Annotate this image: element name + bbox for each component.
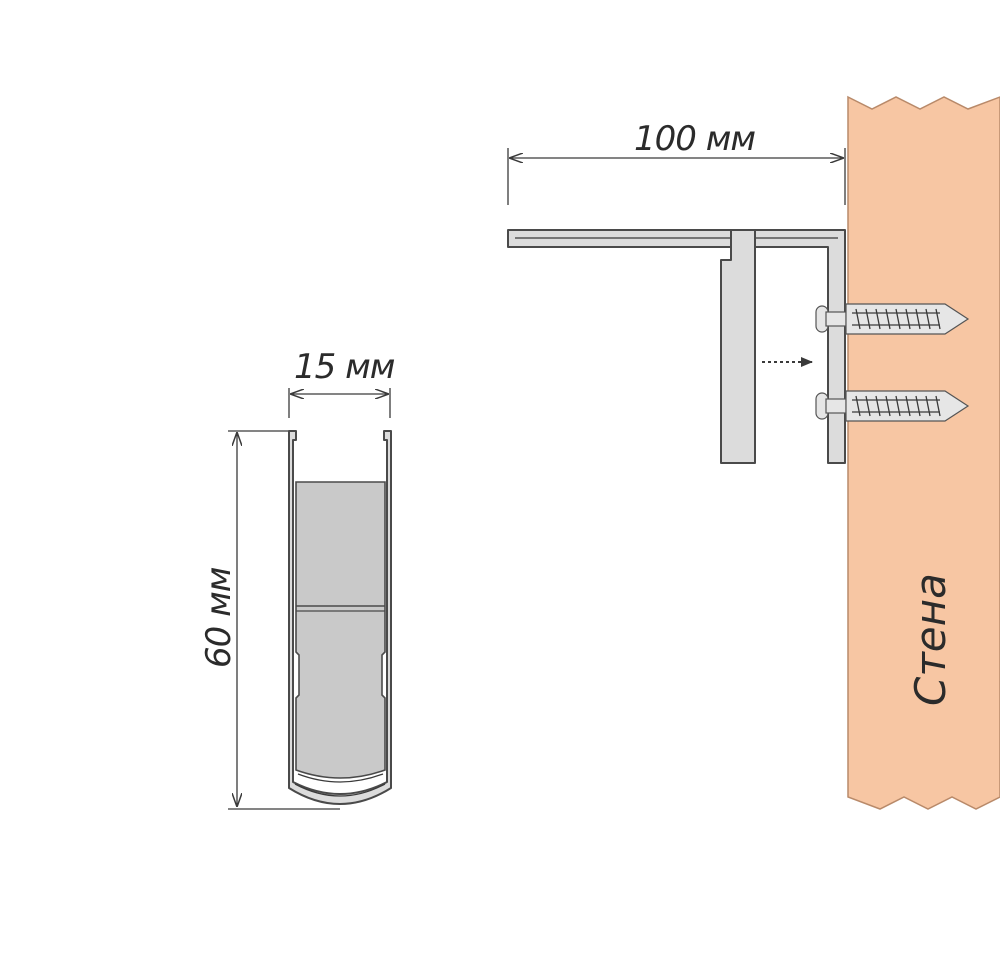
dimension-15mm-label: 15 мм [294, 347, 395, 387]
wall-body [847, 95, 1000, 810]
screw-dowel-top [815, 303, 970, 335]
dimension-100mm: 100 мм [507, 119, 846, 205]
dimension-60mm: 60 мм [199, 430, 340, 810]
wall-bracket [507, 229, 846, 464]
dimension-60mm-label: 60 мм [199, 567, 239, 668]
wall: Стена [847, 95, 1000, 810]
hanging-profile-side [720, 229, 756, 464]
wall-label: Стена [906, 573, 955, 706]
screw-dowel-bottom [815, 390, 970, 422]
profile-cross-section [288, 430, 392, 805]
dimension-100mm-label: 100 мм [634, 119, 755, 159]
dimension-15mm: 15 мм [288, 347, 396, 418]
